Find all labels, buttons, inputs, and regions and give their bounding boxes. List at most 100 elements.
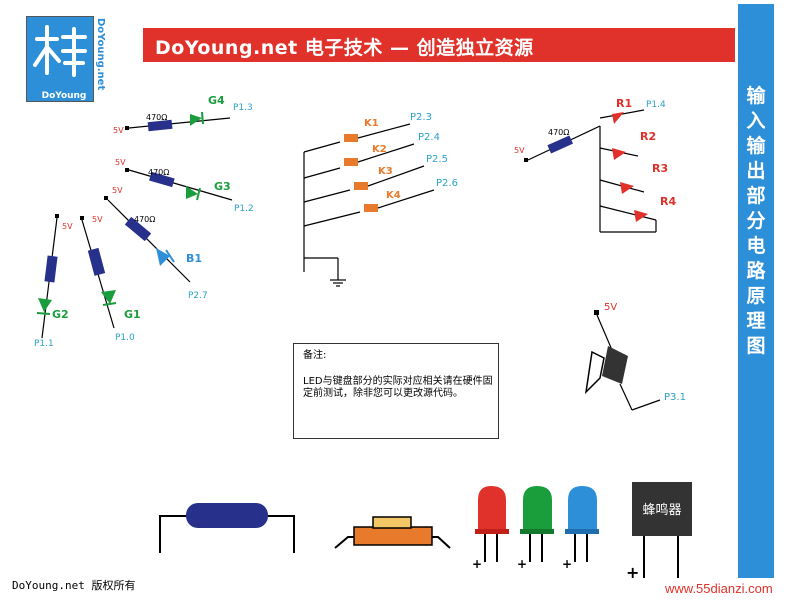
label-5v: 5V: [92, 215, 103, 224]
led-r4: [634, 210, 648, 222]
label-r4: R4: [660, 195, 676, 208]
sidebar-title: 输入输出部分电路原理图: [738, 84, 774, 359]
sidebar-title-char: 路: [746, 260, 766, 282]
label-k1: K1: [364, 118, 379, 129]
label-r3: R3: [652, 162, 668, 175]
label-plus: +: [626, 563, 639, 582]
label-5v: 5V: [112, 186, 123, 195]
key-k4: [364, 204, 378, 212]
label-g3: G3: [214, 180, 231, 193]
led-r1: [612, 112, 624, 124]
led-g2: [38, 298, 52, 312]
label-p26: P2.6: [436, 178, 458, 189]
component-buzzer: 蜂鸣器 +: [626, 482, 692, 582]
resistor: [124, 216, 152, 242]
label-b1: B1: [186, 252, 202, 265]
label-plus: +: [562, 557, 572, 571]
label-5v: 5V: [604, 302, 617, 313]
led-g1: [101, 290, 116, 304]
led-g3: [186, 186, 198, 199]
label-r1: R1: [616, 97, 632, 110]
led-circuit-g3: 5V 470Ω G3 P1.2: [115, 158, 254, 214]
label-r2: R2: [640, 130, 656, 143]
led-b1: [156, 248, 170, 266]
terminal-square: [524, 158, 528, 162]
logo-glyph-icon: [33, 25, 87, 77]
led-g4: [190, 114, 202, 126]
label-5v: 5V: [113, 126, 124, 135]
led-circuit-b1: 5V 470Ω B1 P2.7: [104, 186, 208, 301]
footer-site: www.55dianzi.com: [665, 581, 773, 596]
label-p24: P2.4: [418, 132, 440, 143]
component-leds: + + +: [472, 486, 599, 571]
note-title: 备注:: [303, 350, 327, 361]
resistor: [149, 171, 175, 188]
red-led-circuit: 5V 470Ω R1 P1.4 R2 R3 R4: [514, 97, 676, 233]
logo-box: DoYoung: [26, 16, 94, 102]
label-p14: P1.4: [646, 100, 666, 110]
led-green: [523, 486, 552, 530]
sidebar-title-char: 部: [746, 185, 766, 207]
sidebar-title-char: 图: [746, 335, 766, 357]
terminal-square: [125, 168, 129, 172]
logo: DoYoung DoYoung.net: [22, 12, 110, 104]
led-circuit-g4: 5V 470Ω G4 P1.3: [113, 94, 253, 135]
buzzer-body: [632, 482, 692, 536]
label-p27: P2.7: [188, 291, 208, 301]
label-470: 470Ω: [548, 128, 569, 137]
label-5v: 5V: [115, 158, 126, 167]
label-k2: K2: [372, 144, 387, 155]
label-k3: K3: [378, 166, 393, 177]
label-k4: K4: [386, 190, 401, 201]
resistor: [547, 135, 573, 154]
led-circuit-g2: 5V G2 P1.1: [34, 214, 73, 349]
component-resistor: [159, 503, 295, 553]
note-body: LED与键盘部分的实际对应相关请在硬件固定前测试，除非您可以更改源代码。: [303, 376, 493, 399]
label-plus: +: [472, 557, 482, 571]
label-g1: G1: [124, 308, 141, 321]
led-red: [478, 486, 506, 530]
led-blue: [568, 486, 597, 530]
led-circuit-g1: 5V G1 P1.0: [80, 215, 141, 343]
sidebar-title-char: 理: [746, 310, 766, 332]
label-buzzer: 蜂鸣器: [642, 502, 681, 518]
label-5v: 5V: [514, 146, 525, 155]
led-r3: [620, 182, 634, 194]
label-p13: P1.3: [233, 103, 253, 113]
key-k1: [344, 134, 358, 142]
key-cap: [372, 516, 412, 529]
label-p25: P2.5: [426, 154, 448, 165]
key-k3: [354, 182, 368, 190]
key-body: [353, 526, 433, 546]
terminal-square: [125, 126, 129, 130]
sidebar-title-char: 电: [746, 235, 766, 257]
logo-vertical-text: DoYoung.net: [95, 18, 106, 91]
resistor: [87, 247, 106, 276]
label-p11: P1.1: [34, 339, 54, 349]
label-g4: G4: [208, 94, 225, 107]
sidebar-title-char: 原: [746, 285, 766, 307]
component-key: [334, 516, 451, 549]
label-g2: G2: [52, 308, 69, 321]
label-p12: P1.2: [234, 204, 254, 214]
sidebar: 输入输出部分电路原理图: [738, 4, 774, 578]
resistor: [147, 119, 173, 132]
label-5v: 5V: [62, 222, 73, 231]
label-470: 470Ω: [148, 168, 169, 177]
sidebar-title-char: 入: [746, 110, 766, 132]
key-k2: [344, 158, 358, 166]
label-470: 470Ω: [134, 215, 155, 224]
buzzer-symbol: [602, 346, 628, 384]
header-banner: DoYoung.net 电子技术 — 创造独立资源: [143, 28, 735, 62]
terminal-square: [104, 196, 108, 200]
sidebar-title-char: 输: [746, 85, 766, 107]
buzzer-circuit: 5V P3.1: [584, 302, 686, 411]
note-box: 备注: LED与键盘部分的实际对应相关请在硬件固定前测试，除非您可以更改源代码。: [293, 343, 499, 439]
terminal-square: [594, 310, 599, 315]
circuit-diagram: 5V 470Ω G4 P1.3 5V 470Ω G3 P1.2 5V 470Ω: [34, 94, 692, 582]
sidebar-title-char: 分: [746, 210, 766, 232]
label-p23: P2.3: [410, 112, 432, 123]
label-p10: P1.0: [115, 333, 135, 343]
logo-text: DoYoung: [41, 91, 87, 101]
